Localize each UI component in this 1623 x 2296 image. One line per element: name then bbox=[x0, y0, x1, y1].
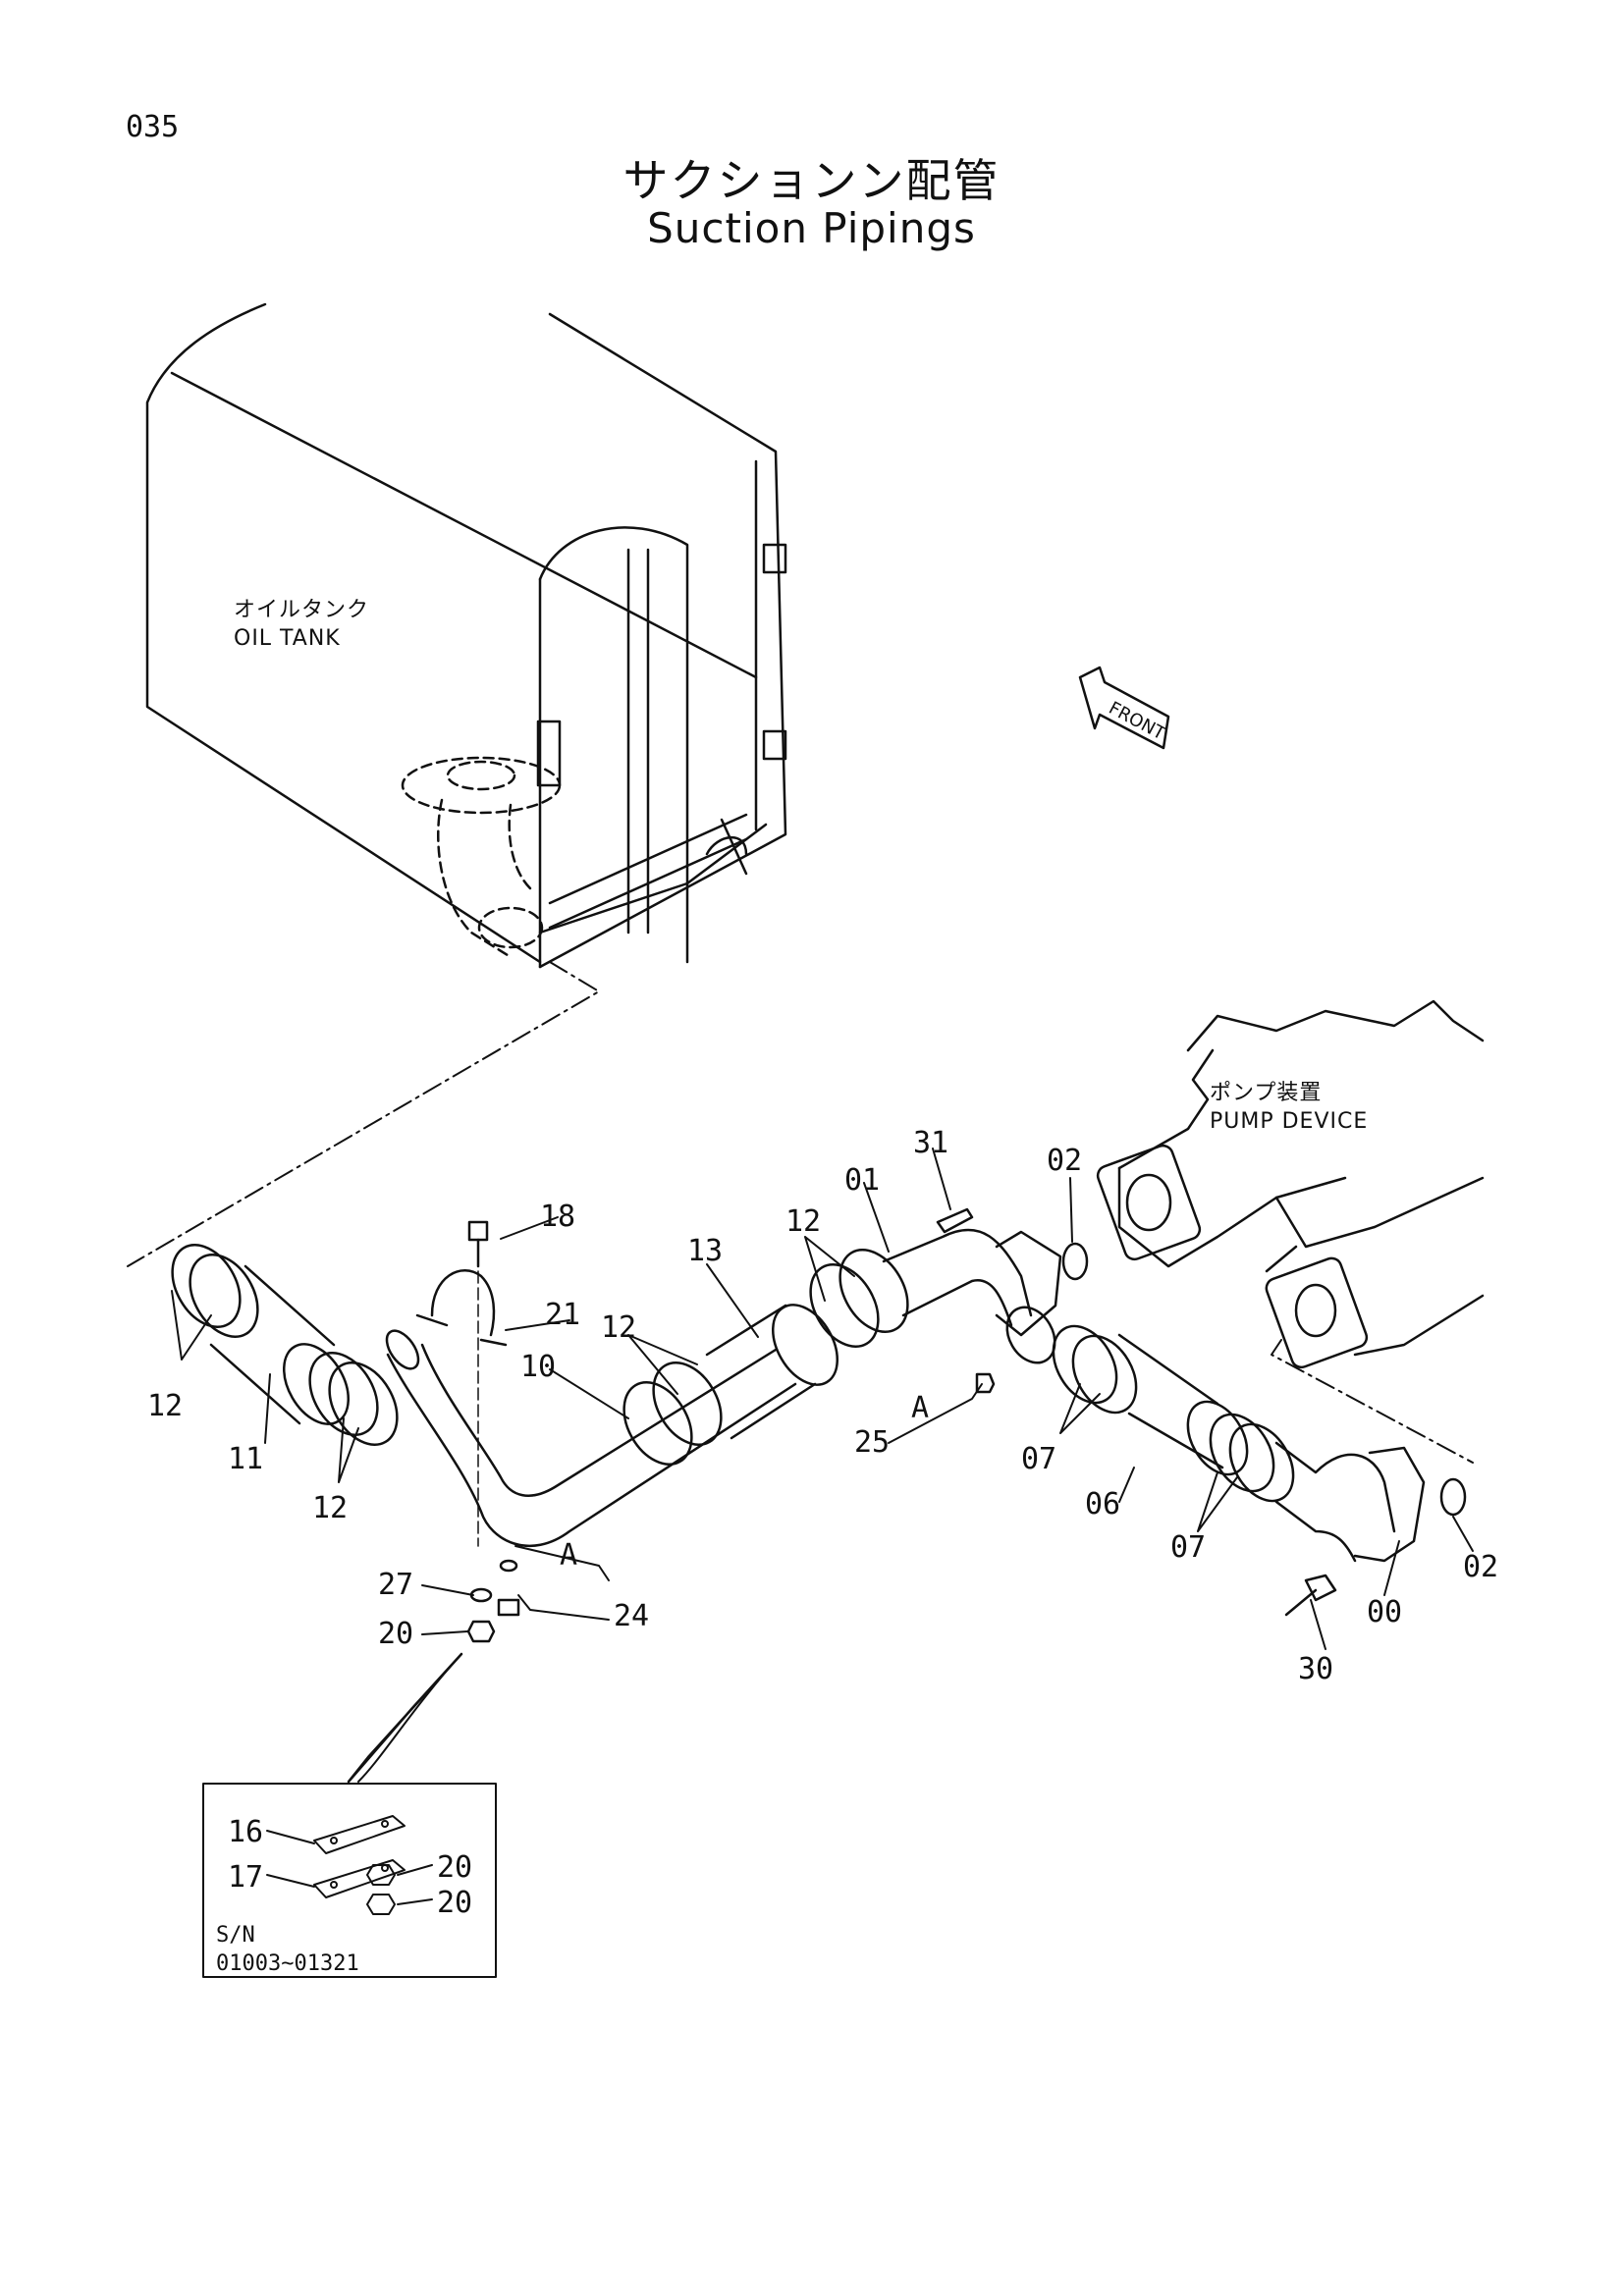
pump-device-outline bbox=[1096, 999, 1485, 1369]
callout-12-top: 12 bbox=[785, 1204, 822, 1239]
pump-leader bbox=[1271, 1339, 1474, 1464]
suction-pipe-10 bbox=[385, 1329, 797, 1548]
callout-07-bottom: 07 bbox=[1170, 1530, 1207, 1565]
callout-02-top: 02 bbox=[1047, 1144, 1083, 1178]
inset-serial-label: S/N bbox=[216, 1923, 255, 1948]
callout-07-top: 07 bbox=[1021, 1442, 1057, 1476]
callout-21: 21 bbox=[545, 1298, 581, 1332]
oil-tank-outline bbox=[145, 302, 787, 969]
clamp-21 bbox=[415, 1269, 508, 1347]
inset-callout-20-top: 20 bbox=[437, 1850, 473, 1885]
hose-13-and-clamps bbox=[622, 1248, 909, 1467]
callout-02-right: 02 bbox=[1463, 1550, 1499, 1584]
inset-box bbox=[202, 1783, 497, 1978]
elbow-01 bbox=[882, 1228, 1062, 1364]
title-english: Suction Pipings bbox=[647, 204, 976, 252]
right-hose-group bbox=[1052, 1324, 1295, 1503]
inset-serial: S/N 01003~01321 bbox=[216, 1922, 359, 1978]
callout-20: 20 bbox=[378, 1617, 414, 1651]
callout-13: 13 bbox=[687, 1234, 724, 1268]
callout-01: 01 bbox=[844, 1163, 881, 1198]
nut-20 bbox=[466, 1620, 496, 1643]
callout-12-mid: 12 bbox=[601, 1310, 637, 1345]
callout-25: 25 bbox=[854, 1425, 891, 1460]
front-arrow: FRONT bbox=[1078, 666, 1170, 750]
oil-tank-label: オイルタンク OIL TANK bbox=[234, 597, 369, 653]
bolt-18 bbox=[467, 1220, 489, 1268]
inset-pointer bbox=[347, 1652, 463, 1784]
callout-10: 10 bbox=[520, 1350, 557, 1384]
callout-12-bottom: 12 bbox=[312, 1491, 349, 1525]
callout-27: 27 bbox=[378, 1568, 414, 1602]
oil-tank-label-en: OIL TANK bbox=[234, 625, 341, 651]
callout-00: 00 bbox=[1367, 1595, 1403, 1629]
inset-serial-range: 01003~01321 bbox=[216, 1950, 359, 1976]
callout-leaders bbox=[171, 1148, 1474, 1783]
pump-device-label: ポンプ装置 PUMP DEVICE bbox=[1210, 1080, 1368, 1136]
washer-24 bbox=[497, 1559, 520, 1617]
callout-A-left: A bbox=[560, 1538, 578, 1573]
oil-tank-label-jp: オイルタンク bbox=[234, 598, 370, 622]
page-number: 035 bbox=[126, 110, 180, 144]
callout-18: 18 bbox=[540, 1200, 576, 1234]
tank-to-pipe-leader bbox=[127, 961, 600, 1267]
callout-12-left: 12 bbox=[147, 1389, 184, 1423]
inset-callout-17: 17 bbox=[228, 1860, 264, 1895]
callout-A-right: A bbox=[911, 1391, 930, 1425]
callout-24: 24 bbox=[614, 1599, 650, 1633]
callout-30: 30 bbox=[1298, 1652, 1334, 1686]
callout-31: 31 bbox=[913, 1126, 949, 1160]
elbow-00 bbox=[1274, 1441, 1467, 1617]
pump-device-label-jp: ポンプ装置 bbox=[1210, 1081, 1323, 1105]
pump-device-label-en: PUMP DEVICE bbox=[1210, 1108, 1369, 1134]
inset-callout-20-bottom: 20 bbox=[437, 1886, 473, 1920]
bolt-31 bbox=[936, 1207, 974, 1234]
callout-11: 11 bbox=[228, 1442, 264, 1476]
inset-parts bbox=[266, 1815, 433, 1915]
title-japanese: サクションン配管 bbox=[622, 154, 1001, 207]
callout-06: 06 bbox=[1085, 1487, 1121, 1522]
bolt-25 bbox=[975, 1372, 996, 1394]
inset-callout-16: 16 bbox=[228, 1815, 264, 1849]
o-ring-02-top bbox=[1061, 1242, 1089, 1281]
clamp-group-left bbox=[171, 1243, 399, 1447]
